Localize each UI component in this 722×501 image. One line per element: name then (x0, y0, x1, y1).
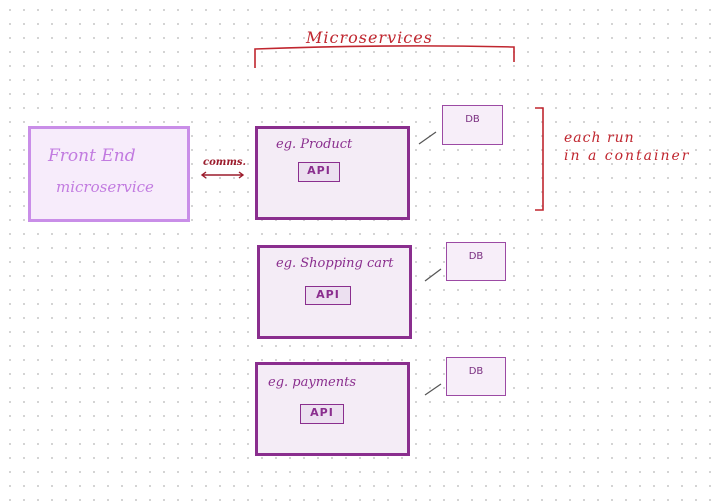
api-box-payments: API (300, 404, 344, 424)
db-connector-3 (424, 383, 442, 396)
microservices-bracket (254, 45, 515, 68)
db-box-payments: DB (446, 357, 506, 396)
api-box-shopping-cart: API (305, 286, 351, 305)
comms-label: comms. (203, 157, 247, 168)
db-connector-2 (424, 268, 442, 282)
container-bracket (535, 107, 544, 211)
container-note-line1: each run (564, 130, 635, 146)
service-label-product: eg. Product (276, 137, 353, 152)
db-box-product: DB (442, 105, 503, 145)
frontend-label-line1: Front End (48, 146, 136, 166)
db-box-shopping-cart: DB (446, 242, 506, 281)
frontend-box (28, 126, 190, 222)
service-label-payments: eg. payments (268, 375, 356, 390)
container-note-line2: in a container (564, 148, 691, 164)
db-connector-1 (418, 131, 437, 145)
diagram-title: Microservices (306, 28, 433, 47)
frontend-label-line2: microservice (56, 178, 154, 196)
comms-arrow (200, 171, 245, 179)
service-label-shopping-cart: eg. Shopping cart (276, 256, 394, 271)
api-box-product: API (298, 162, 340, 182)
